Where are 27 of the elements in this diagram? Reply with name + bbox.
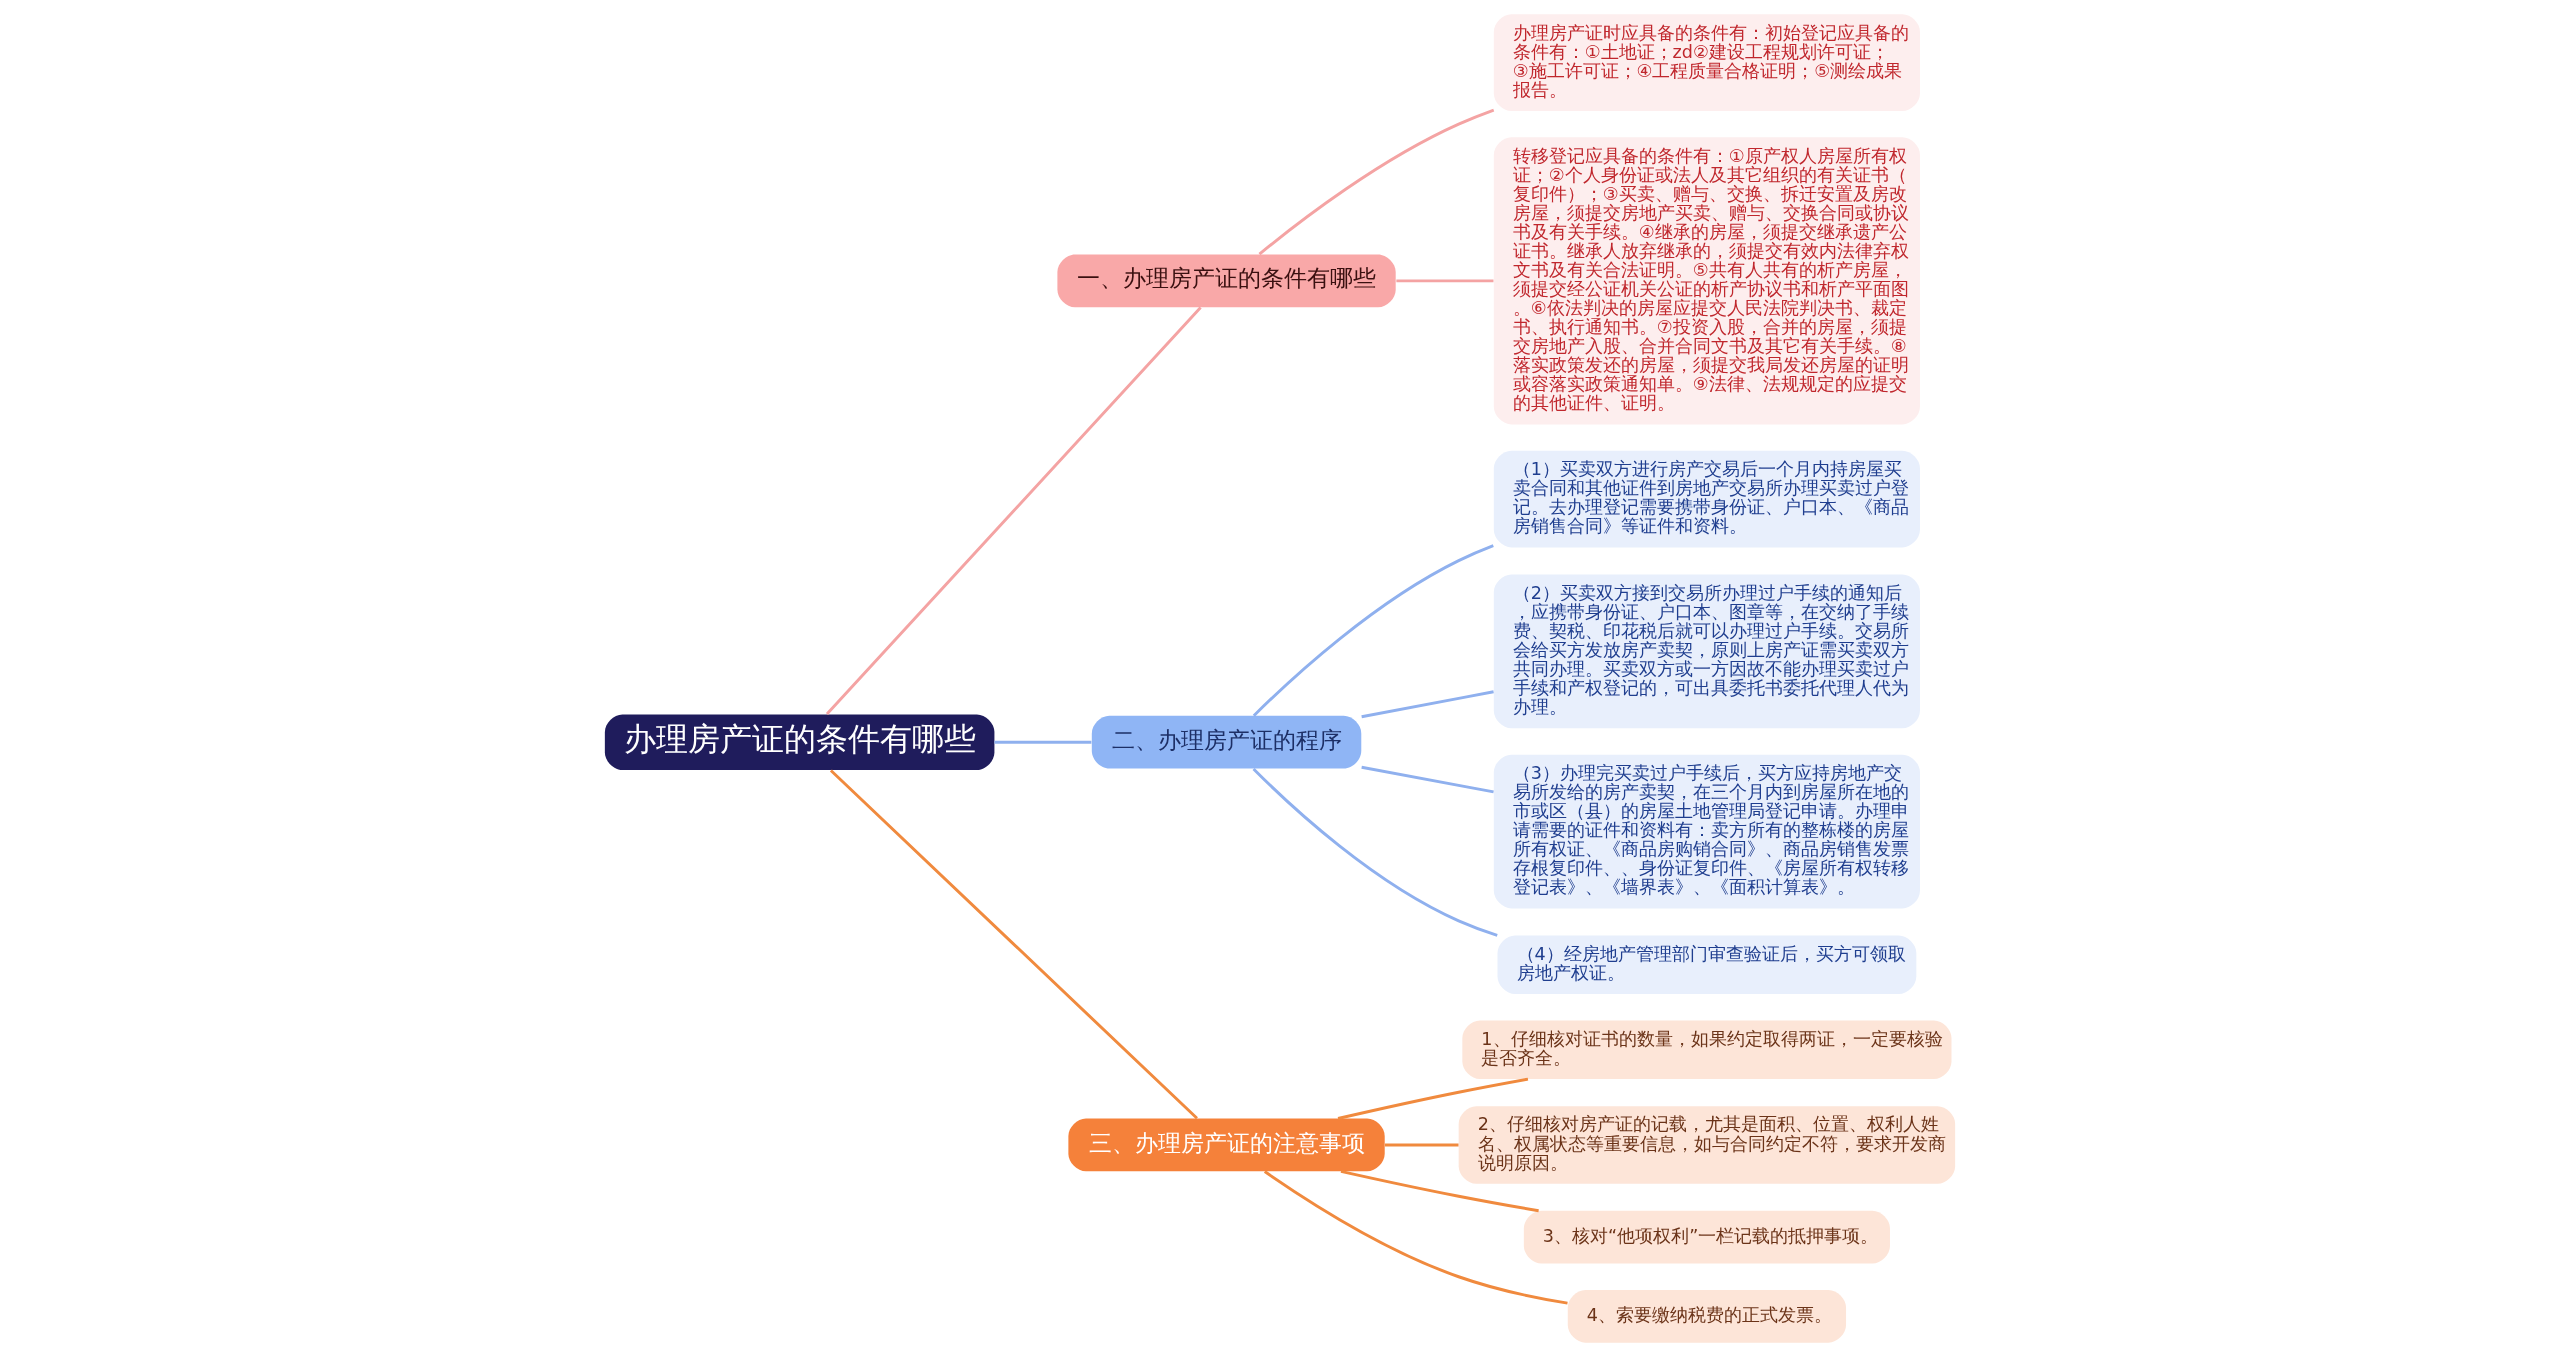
connector xyxy=(1396,279,1494,283)
node-box: 4、索要缴纳税费的正式发票。 xyxy=(1567,1289,1847,1343)
connector xyxy=(829,769,1198,1120)
connector xyxy=(1263,1170,1568,1305)
connector xyxy=(1385,1143,1459,1147)
node-box: 一、办理房产证的条件有哪些 xyxy=(1057,254,1396,308)
node-box: （2）买卖双方接到交易所办理过户手续的通知后，应携带身份证、户口本、图章等，在交纳了手续费、契税、印花税后就可以办理过户手续。交易所会给买方发放房产卖契，原则上房产证需买卖双方共同办理。买卖双方或一方因故不能办理买卖过户手续和产权登记的，可出具委托书委托代理人代为办理。 xyxy=(1493,574,1920,729)
node-box: 办理房产证的条件有哪些 xyxy=(604,714,995,771)
connector xyxy=(1252,767,1498,937)
node-box: （4）经房地产管理部门审查验证后，买方可领取房地产权证。 xyxy=(1497,935,1917,995)
connector xyxy=(1252,544,1494,717)
connector xyxy=(825,306,1202,716)
node-box: 1、仔细核对证书的数量，如果约定取得两证，一定要核验是否齐全。 xyxy=(1462,1020,1952,1080)
connector xyxy=(1361,765,1494,794)
connector xyxy=(1337,1077,1529,1120)
node-box: 二、办理房产证的程序 xyxy=(1091,715,1362,769)
connector xyxy=(1258,108,1495,256)
node-box: 办理房产证时应具备的条件有：初始登记应具备的条件有：①土地证；zd②建设工程规划许可证；③施工许可证；④工程质量合格证明；⑤测绘成果报告。 xyxy=(1493,14,1920,111)
node-box: 2、仔细核对房产证的记载，尤其是面积、位置、权利人姓名、权属状态等重要信息，如与合同约定不符，要求开发商说明原因。 xyxy=(1458,1106,1956,1184)
connector xyxy=(1340,1169,1539,1213)
node-box: 3、核对“他项权利”一栏记载的抵押事项。 xyxy=(1523,1210,1890,1264)
node-box: （1）买卖双方进行房产交易后一个月内持房屋买卖合同和其他证件到房地产交易所办理买卖过户登记。去办理登记需要携带身份证、户口本、《商品房销售合同》等证件和资料。 xyxy=(1493,450,1920,548)
connector xyxy=(1361,690,1494,719)
connector xyxy=(994,740,1092,744)
node-box: 转移登记应具备的条件有：①原产权人房屋所有权证；②个人身份证或法人及其它组织的有关证书（复印件）；③买卖、赠与、交换、拆迁安置及房改房屋，须提交房地产买卖、赠与、交换合同或协议书及有关手续。④继承的房屋，须提交继承遗产公证书。继承人放弃继承的，须提交有效内法律弃权文书及有关合法证明。⑤共有人共有的析产房屋，须提交经公证机关公证的析产协议书和析产平面图。⑥依法判决的房屋应提交人民法院判决书、裁定书、执行通知书。⑦投资入股，合并的房屋，须提交房地产入股、合并合同文书及其它有关手续。⑧落实政策发还的房屋，须提交我局发还房屋的证明或容落实政策通知单。⑨法律、法规规定的应提交的其他证件、证明。 xyxy=(1493,137,1920,425)
node-box: 三、办理房产证的注意事项 xyxy=(1068,1118,1385,1172)
node-box: （3）办理完买卖过户手续后，买方应持房地产交易所发给的房产卖契，在三个月内到房屋所在地的市或区（县）的房屋土地管理局登记申请。办理申请需要的证件和资料有：卖方所有的整栋楼的房屋所有权证、《商品房购销合同》、商品房销售发票存根复印件、、身份证复印件、《房屋所有权转移登记表》、《墙界表》、《面积计算表》。 xyxy=(1493,754,1920,909)
